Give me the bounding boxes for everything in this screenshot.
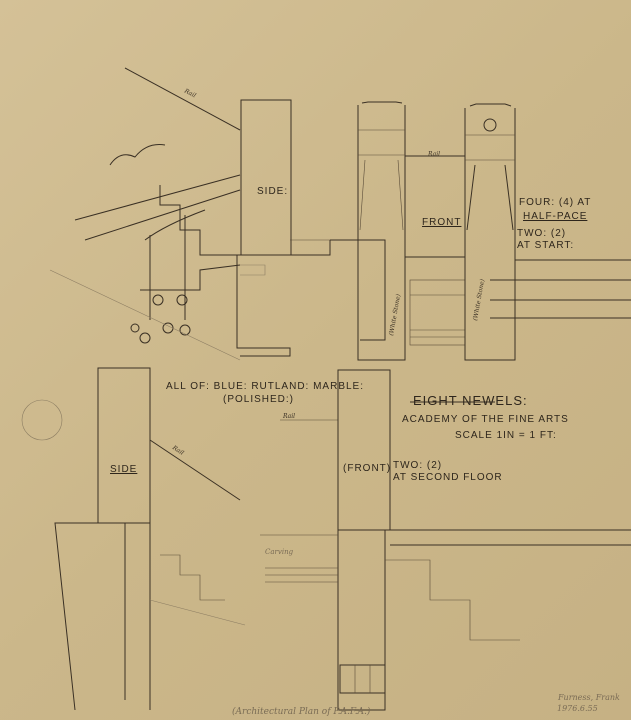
- note-half-pace-1: FOUR: (4) AT: [519, 197, 592, 208]
- catalog-name: Furness, Frank: [558, 693, 620, 702]
- newel-front-bottom: [260, 369, 631, 711]
- newel-front-right: [464, 103, 631, 361]
- side-elevation-top: [236, 99, 386, 357]
- note-second-floor-1: TWO: (2): [393, 460, 443, 471]
- label-side-top: SIDE:: [257, 186, 289, 197]
- front-panel: [405, 155, 466, 346]
- note-half-pace-2: HALF-PACE: [523, 211, 588, 222]
- label-front-bottom: (FRONT): [343, 463, 392, 474]
- drawing-scale: SCALE 1IN = 1 FT:: [455, 430, 557, 441]
- note-second-floor-2: AT SECOND FLOOR: [393, 472, 503, 483]
- drawing-title: EIGHT NEWELS:: [413, 393, 528, 408]
- side-elevation-bottom: [54, 367, 338, 711]
- label-side-bottom: SIDE: [110, 464, 138, 475]
- note-start-1: TWO: (2): [517, 228, 567, 239]
- stair-perspective-sketch: [21, 67, 241, 441]
- rail-label-front: Rail: [428, 151, 441, 158]
- label-front-top: FRONT: [422, 217, 462, 228]
- footer-pencil-note: (Architectural Plan of P.A.F.A.): [232, 707, 371, 717]
- material-note-polished: (POLISHED:): [223, 394, 295, 405]
- material-note: ALL OF: BLUE: RUTLAND: MARBLE:: [166, 381, 365, 392]
- rail-label-bottom: Rail: [283, 413, 296, 420]
- drawing-subtitle: ACADEMY OF THE FINE ARTS: [402, 414, 569, 425]
- note-start-2: AT START:: [517, 240, 575, 251]
- catalog-number: 1976.6.55: [557, 704, 598, 713]
- carving-label: Carving: [265, 548, 294, 556]
- newel-front-left: [357, 101, 406, 361]
